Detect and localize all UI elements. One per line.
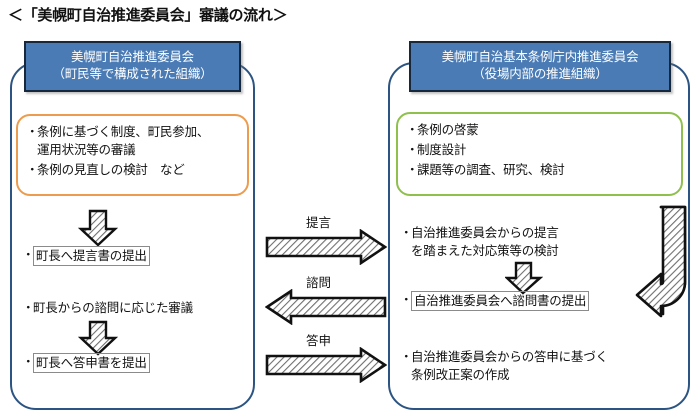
bullet-marker: ・ xyxy=(400,226,413,240)
list-item-label: 町長からの諮問に応じた審議 xyxy=(33,301,193,315)
bullet-marker: ・ xyxy=(406,143,419,157)
list-item-label: 課題等の調査、研究、検討 xyxy=(417,163,565,177)
left-header-line1: 美幌町自治推進委員会 xyxy=(70,50,194,64)
list-item-label: 条例の見直しの検討 など xyxy=(37,163,185,177)
right-header-line1: 美幌町自治基本条例庁内推進委員会 xyxy=(441,50,639,64)
list-item: ・ 条例の見直しの検討 など xyxy=(26,161,241,179)
bullet-marker: ・ xyxy=(26,163,39,177)
right-role-box: ・ 条例の啓蒙 ・ 制度設計 ・ 課題等の調査、研究、検討 xyxy=(396,112,683,196)
arrow-label-teigen: 提言 xyxy=(306,216,332,230)
list-item: ・ 条例の啓蒙 xyxy=(406,121,675,139)
list-item-label: 条例に基づく制度、町民参加、 運用状況等の審議 xyxy=(37,125,210,157)
arrow-label-shimon: 諮問 xyxy=(306,276,332,290)
bullet-marker: ・ xyxy=(26,125,39,139)
arrow-shimon xyxy=(265,289,387,325)
list-item: ・ 町長へ答申書を提出 xyxy=(22,353,237,373)
bullet-marker: ・ xyxy=(406,123,419,137)
left-down-arrow-1 xyxy=(78,209,118,247)
list-item: ・ 自治推進委員会からの答申に基づく 条例改正案の作成 xyxy=(400,348,675,384)
right-down-arrow-1 xyxy=(505,261,543,295)
bullet-marker: ・ xyxy=(406,163,419,177)
right-panel-header: 美幌町自治基本条例庁内推進委員会 （役場内部の推進組織） xyxy=(409,41,671,92)
arrow-teigen xyxy=(265,229,387,265)
bullet-marker: ・ xyxy=(400,293,413,307)
list-item: ・ 町長へ提言書の提出 xyxy=(22,246,237,266)
list-item-label: 制度設計 xyxy=(417,143,467,157)
list-item-label: 自治推進委員会へ諮問書の提出 xyxy=(411,291,590,311)
left-role-box: ・ 条例に基づく制度、町民参加、 運用状況等の審議 ・ 条例の見直しの検討 など xyxy=(16,114,249,196)
bullet-marker: ・ xyxy=(400,350,413,364)
bullet-marker: ・ xyxy=(22,355,35,369)
list-item: ・ 課題等の調査、研究、検討 xyxy=(406,161,675,179)
page-title: ＜「美幌町自治推進委員会」審議の流れ＞ xyxy=(8,7,288,24)
left-header-line2: （町民等で構成された組織） xyxy=(52,67,213,81)
list-item: ・ 制度設計 xyxy=(406,141,675,159)
list-item-label: 町長へ提言書の提出 xyxy=(33,246,150,266)
list-item-label: 町長へ答申書を提出 xyxy=(33,353,150,373)
bullet-marker: ・ xyxy=(22,248,35,262)
list-item-label: 自治推進委員会からの答申に基づく 条例改正案の作成 xyxy=(411,350,608,382)
list-item-label: 自治推進委員会からの提言 を踏まえた対応策等の検討 xyxy=(411,226,559,258)
list-item: ・ 条例に基づく制度、町民参加、 運用状況等の審議 xyxy=(26,123,241,159)
list-item-label: 条例の啓蒙 xyxy=(417,123,479,137)
list-item: ・ 町長からの諮問に応じた審議 xyxy=(22,299,242,317)
list-item: ・ 自治推進委員会からの提言 を踏まえた対応策等の検討 xyxy=(400,224,630,260)
left-panel-header: 美幌町自治推進委員会 （町民等で構成された組織） xyxy=(24,41,241,92)
right-header-line2: （役場内部の推進組織） xyxy=(472,67,608,81)
right-elbow-arrow xyxy=(635,204,691,322)
list-item: ・ 自治推進委員会へ諮問書の提出 xyxy=(400,291,660,311)
bullet-marker: ・ xyxy=(22,301,35,315)
arrow-toshin xyxy=(265,347,387,383)
arrow-label-toshin: 答申 xyxy=(306,334,332,348)
left-down-arrow-2 xyxy=(78,320,118,356)
